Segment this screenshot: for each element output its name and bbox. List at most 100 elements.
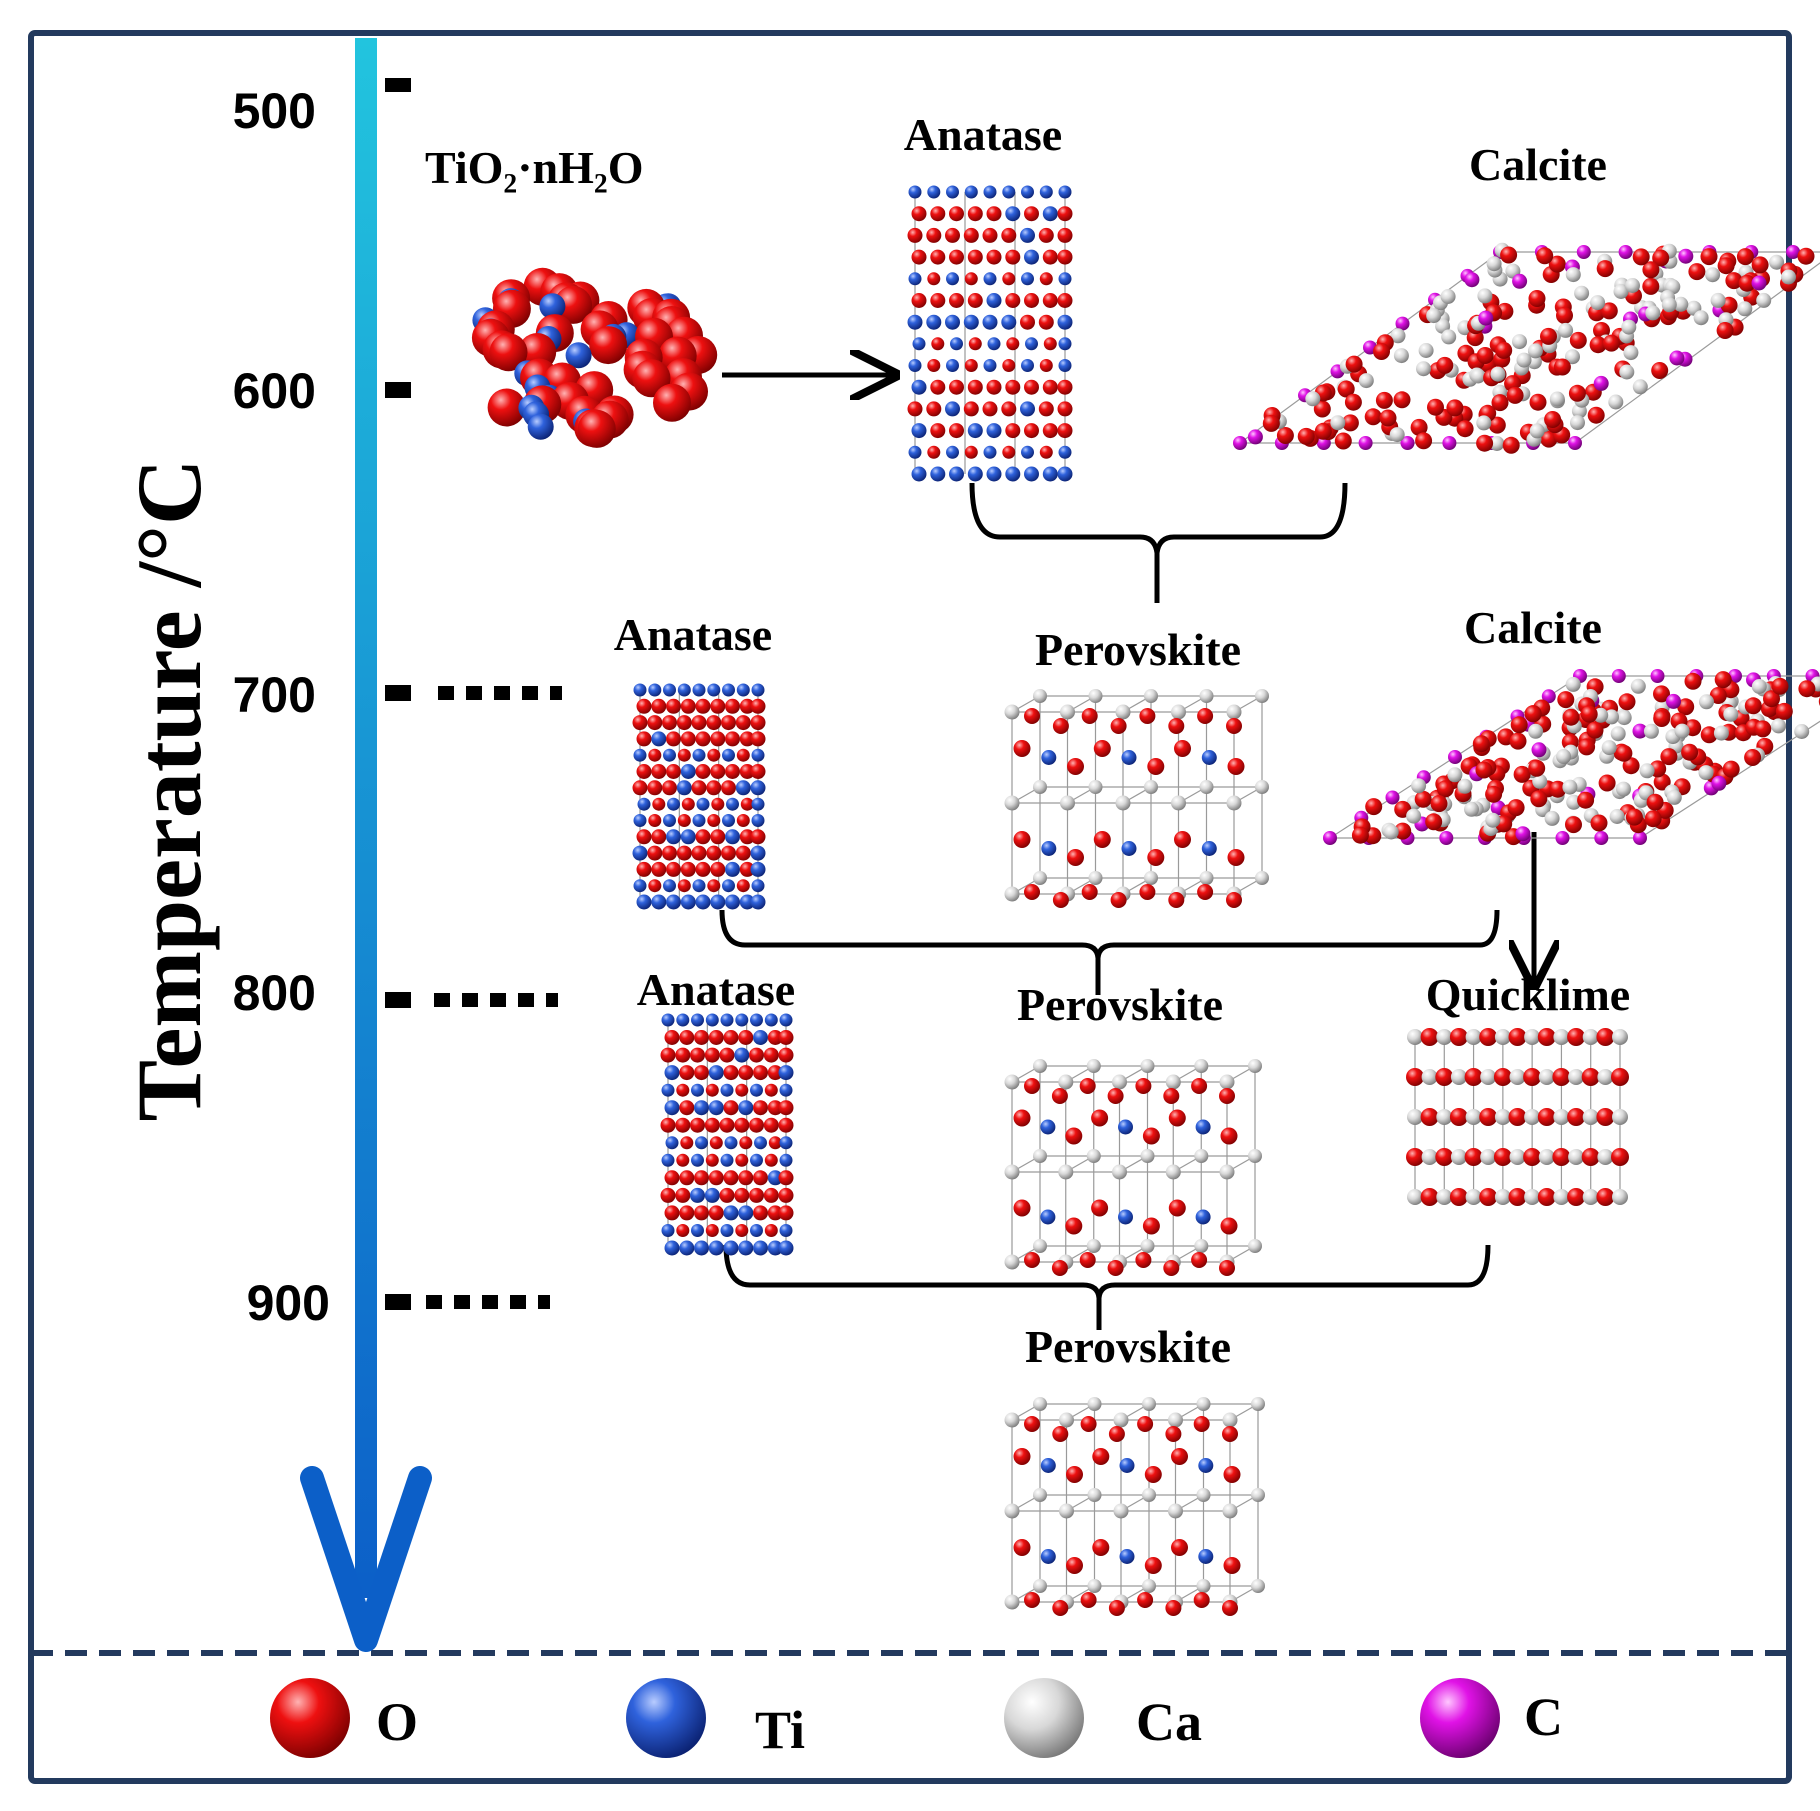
calcium-atom: [1480, 1069, 1497, 1085]
tick-700: 700: [233, 667, 562, 723]
oxygen-atom: [1581, 1068, 1600, 1086]
oxygen-atom: [1406, 1068, 1424, 1086]
titanium-atom: [565, 342, 592, 369]
calcium-atom: [1058, 1074, 1074, 1090]
carbon-atom: [1439, 831, 1454, 845]
oxygen-atom: [1410, 418, 1428, 436]
calcium-atom: [1087, 1397, 1102, 1411]
oxygen-atom: [1502, 436, 1520, 454]
titanium-atom: [637, 797, 651, 811]
oxygen-atom: [651, 764, 667, 779]
oxygen-atom: [679, 1065, 695, 1081]
titanium-atom: [1121, 750, 1137, 765]
carbon-atom: [1233, 436, 1247, 450]
legend-item-o: O: [270, 1678, 418, 1758]
calcium-atom: [1113, 1412, 1129, 1428]
titanium-atom: [725, 861, 740, 877]
oxygen-atom: [1193, 1416, 1210, 1432]
oxygen-atom: [968, 337, 982, 351]
calcium-atom: [1389, 427, 1405, 443]
oxygen-atom: [666, 861, 681, 877]
oxygen-atom: [1425, 813, 1443, 831]
titanium-atom: [779, 1013, 793, 1027]
carbon-atom: [1633, 831, 1647, 845]
oxygen-atom: [1552, 1068, 1571, 1086]
carbon-atom: [1611, 669, 1626, 683]
oxygen-atom: [723, 1100, 739, 1116]
oxygen-atom: [1625, 808, 1643, 826]
titanium-atom: [708, 1240, 724, 1256]
titanium-atom: [705, 1013, 719, 1027]
oxygen-atom: [676, 1224, 690, 1237]
calcium-atom: [1407, 1189, 1423, 1205]
oxygen-atom: [764, 1153, 778, 1167]
titanium-atom: [987, 337, 1001, 351]
titanium-atom: [527, 413, 554, 440]
oxygen-atom: [1567, 1188, 1586, 1206]
oxygen-atom: [648, 748, 662, 762]
calcium-atom: [1643, 723, 1659, 739]
oxygen-atom: [1092, 1539, 1110, 1556]
oxygen-atom: [1524, 705, 1542, 723]
titanium-atom: [949, 466, 964, 482]
calcium-atom: [1059, 1412, 1074, 1428]
oxygen-atom: [1142, 1127, 1160, 1145]
titanium-atom: [983, 185, 997, 199]
titanium-atom: [967, 466, 983, 482]
calcium-atom: [1553, 1189, 1570, 1205]
oxygen-atom: [695, 698, 711, 714]
oxygen-atom: [1479, 1108, 1498, 1126]
oxygen-atom: [735, 845, 751, 861]
calcium-atom: [1756, 292, 1772, 308]
oxygen-atom: [778, 1047, 794, 1063]
titanium-atom: [750, 861, 766, 877]
oxygen-atom: [1039, 445, 1053, 459]
calcium-atom: [1625, 278, 1640, 293]
oxygen-atom: [1147, 758, 1165, 775]
calcium-atom: [1004, 1164, 1020, 1180]
titanium-atom: [1041, 750, 1057, 765]
legend-label: Ca: [1136, 1692, 1202, 1752]
titanium-atom: [778, 1240, 794, 1256]
titanium-atom: [908, 185, 922, 199]
oxygen-atom: [1596, 1028, 1615, 1046]
calcium-atom: [1494, 1189, 1511, 1205]
oxygen-atom: [964, 272, 978, 286]
oxygen-atom: [1677, 698, 1695, 716]
carbon-atom: [1568, 436, 1582, 450]
calcium-atom: [1407, 1109, 1423, 1125]
oxygen-atom: [1093, 831, 1111, 848]
oxygen-atom: [967, 379, 983, 395]
oxygen-atom: [651, 698, 667, 714]
oxygen-atom: [1590, 814, 1608, 832]
carbon-atom: [1786, 245, 1801, 259]
oxygen-atom: [694, 1065, 709, 1081]
oxygen-atom: [930, 379, 946, 395]
legend-label: C: [1524, 1687, 1563, 1747]
oxygen-atom: [695, 861, 711, 877]
titanium-atom: [1024, 249, 1039, 265]
oxygen-atom: [1168, 1109, 1186, 1127]
oxygen-atom: [1744, 749, 1762, 766]
oxygen-atom: [1716, 322, 1734, 339]
calcium-atom: [1645, 305, 1661, 321]
tick-label: 800: [233, 965, 316, 1021]
calcium-atom: [1171, 704, 1186, 720]
calcium-atom: [1590, 295, 1606, 311]
oxygen-atom: [710, 829, 726, 845]
oxygen-atom: [679, 1205, 695, 1221]
oxygen-atom: [676, 845, 692, 861]
oxygen-atom: [736, 748, 750, 762]
calcium-atom: [1710, 292, 1726, 308]
oxygen-atom: [1553, 358, 1571, 376]
calcium-atom: [1516, 352, 1532, 368]
calcium-atom: [1509, 1149, 1526, 1165]
oxygen-atom: [1652, 249, 1670, 267]
titanium-atom: [750, 1013, 763, 1027]
calcium-atom: [1582, 1029, 1599, 1045]
calcium-atom: [1004, 1074, 1020, 1090]
oxygen-atom: [1108, 1426, 1125, 1442]
calcium-atom: [1608, 394, 1624, 410]
oxygen-atom: [1052, 892, 1069, 908]
oxygen-atom: [719, 1187, 735, 1203]
